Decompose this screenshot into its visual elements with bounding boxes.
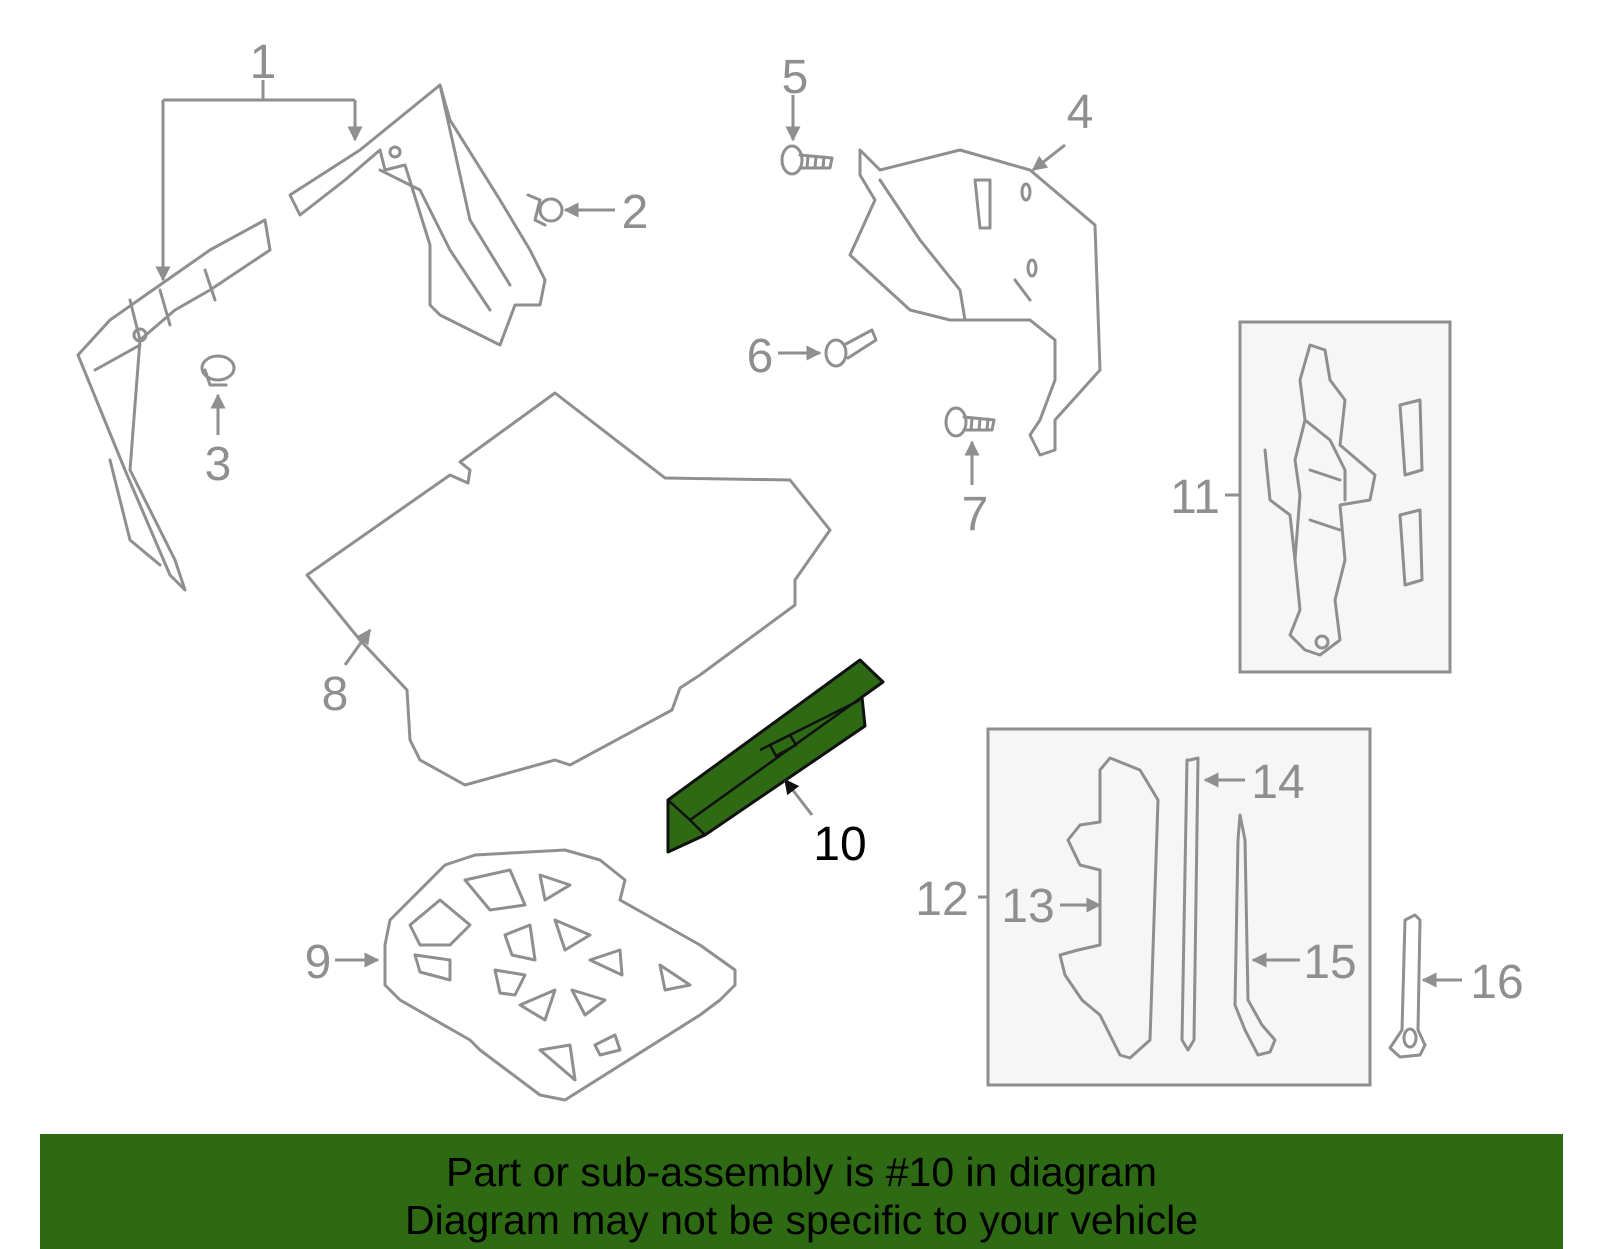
label-2: 2	[622, 186, 649, 239]
info-banner: Part or sub-assembly is #10 in diagram D…	[40, 1134, 1563, 1249]
label-15: 15	[1303, 936, 1356, 989]
part-13-tool-case	[1058, 756, 1160, 1060]
label-4: 4	[1067, 86, 1094, 139]
part-16-tow-hook	[1388, 913, 1427, 1059]
label-1: 1	[250, 36, 277, 89]
banner-line-2: Diagram may not be specific to your vehi…	[404, 1197, 1198, 1243]
label-6: 6	[747, 330, 774, 383]
part-8-trunk-mat	[305, 391, 832, 787]
label-7: 7	[962, 488, 989, 541]
label-14: 14	[1251, 756, 1304, 809]
label-16: 16	[1470, 956, 1523, 1009]
part-15-wrench-bar	[1233, 813, 1277, 1057]
label-5: 5	[782, 51, 809, 104]
part-5-bolt	[780, 144, 834, 176]
part-11-jack	[1263, 343, 1424, 657]
part-4-side-panel	[848, 148, 1102, 457]
label-12: 12	[915, 873, 968, 926]
label-3: 3	[205, 438, 232, 491]
label-9: 9	[305, 936, 332, 989]
label-10: 10	[813, 818, 866, 871]
banner-line-1: Part or sub-assembly is #10 in diagram	[446, 1149, 1157, 1195]
part-12-box	[986, 727, 1372, 1087]
part-3-push-pin	[200, 354, 236, 387]
part-1-trunk-side-trim	[76, 83, 547, 592]
part-6-screw	[824, 328, 878, 368]
part-10-highlighted	[666, 658, 885, 854]
label-8: 8	[322, 668, 349, 721]
label-11: 11	[1170, 471, 1220, 524]
part-7-bolt	[944, 406, 996, 438]
part-14-rod	[1180, 756, 1200, 1052]
part-9-spare-cover	[383, 848, 737, 1102]
label-13: 13	[1001, 880, 1054, 933]
part-2-clip	[526, 193, 564, 227]
